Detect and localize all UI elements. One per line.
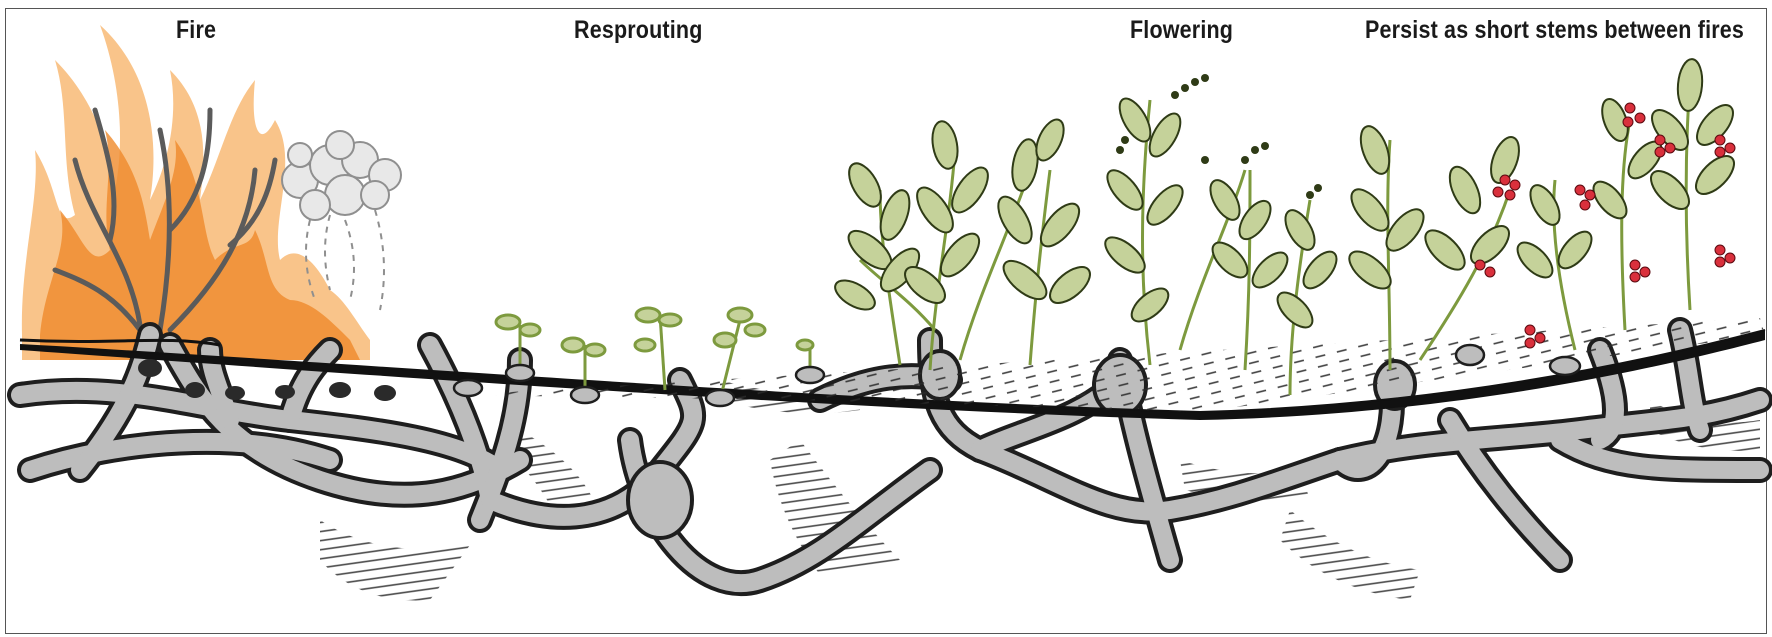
stage-label-fire: Fire	[176, 16, 216, 45]
stage-label-flowering: Flowering	[1130, 16, 1233, 45]
stage-label-persist: Persist as short stems between fires	[1365, 16, 1744, 45]
leafy-plant-icon	[830, 115, 1096, 370]
stage-label-resprouting: Resprouting	[574, 16, 703, 45]
